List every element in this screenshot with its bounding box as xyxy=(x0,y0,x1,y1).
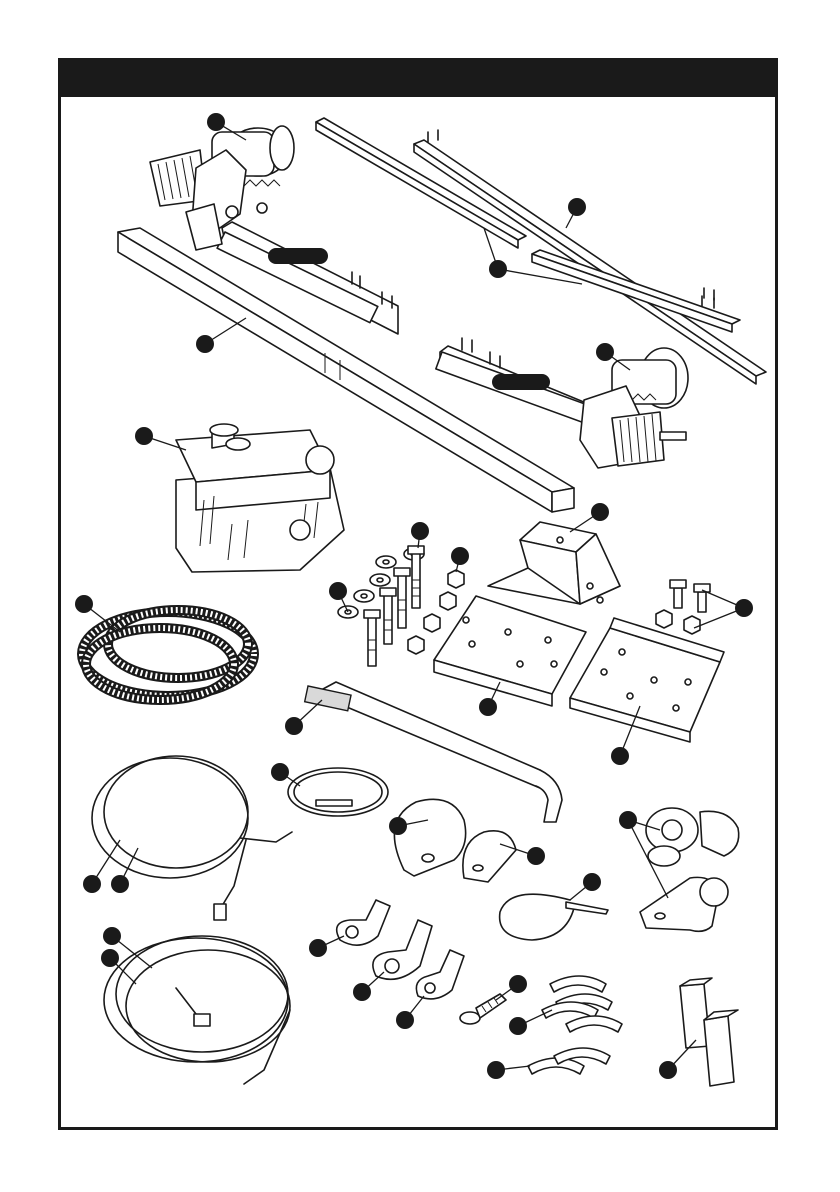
callout-marker xyxy=(735,599,753,617)
cable-tie-loop xyxy=(288,768,388,816)
callout-marker xyxy=(509,975,527,993)
callout-marker xyxy=(103,927,121,945)
callout-marker xyxy=(509,1017,527,1035)
callout-marker xyxy=(196,335,214,353)
end-caps xyxy=(680,978,738,1086)
callout-marker xyxy=(619,811,637,829)
small-bolts xyxy=(656,580,710,634)
callout-marker xyxy=(329,582,347,600)
callout-marker xyxy=(309,939,327,957)
corrugated-conduit xyxy=(82,610,254,700)
label-tag-right xyxy=(492,374,550,390)
label-tag-left xyxy=(268,248,328,264)
callout-marker xyxy=(451,547,469,565)
p-clips xyxy=(394,799,516,882)
callout-marker xyxy=(389,817,407,835)
ring-terminals xyxy=(337,900,464,999)
clamp-bracket xyxy=(176,424,344,572)
callout-marker xyxy=(487,1061,505,1079)
callout-marker xyxy=(207,113,225,131)
callout-marker xyxy=(479,698,497,716)
cable-grommets xyxy=(528,976,622,1074)
cable-tie xyxy=(500,894,608,940)
callout-marker xyxy=(527,847,545,865)
callout-marker xyxy=(591,503,609,521)
callout-marker xyxy=(568,198,586,216)
motor-left xyxy=(150,126,398,334)
flat-plate xyxy=(434,596,586,706)
callout-marker xyxy=(596,343,614,361)
callout-marker xyxy=(83,875,101,893)
u-bracket xyxy=(488,522,620,604)
callout-marker xyxy=(271,763,289,781)
callout-marker xyxy=(111,875,129,893)
callout-marker xyxy=(353,983,371,1001)
callout-marker xyxy=(285,717,303,735)
socket-cover xyxy=(640,808,739,931)
callout-marker xyxy=(75,595,93,613)
cable-thin xyxy=(92,756,292,920)
callout-marker xyxy=(611,747,629,765)
cable-thick xyxy=(104,936,290,1084)
callout-marker xyxy=(659,1061,677,1079)
callout-marker xyxy=(583,873,601,891)
callout-marker xyxy=(411,522,429,540)
callout-marker xyxy=(396,1011,414,1029)
rail-long xyxy=(414,130,766,384)
callout-marker xyxy=(489,260,507,278)
callout-marker xyxy=(135,427,153,445)
callout-marker xyxy=(101,949,119,967)
angle-plate xyxy=(570,618,724,742)
